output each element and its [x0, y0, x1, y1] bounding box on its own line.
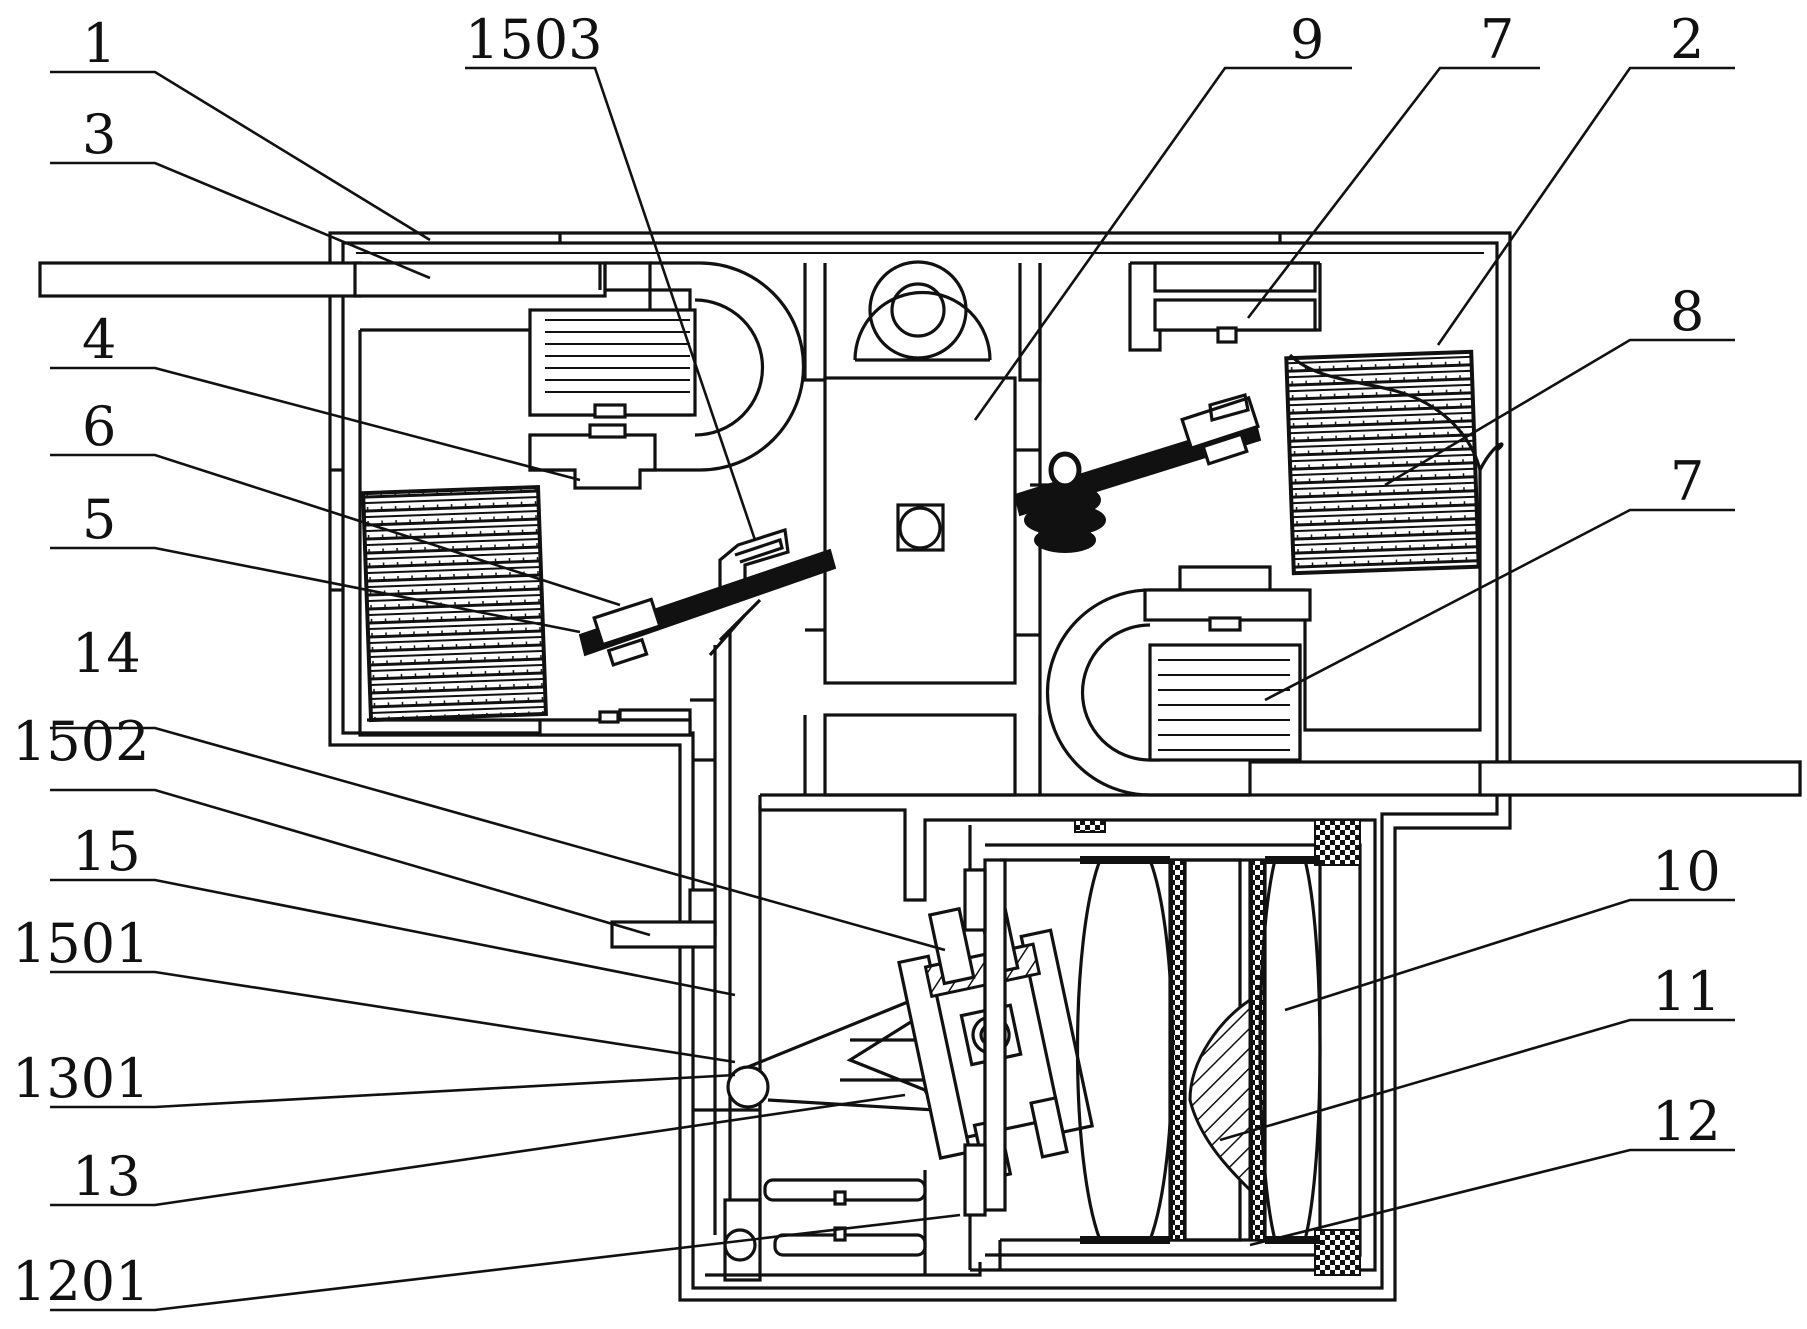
callout-12: 12 — [1652, 1090, 1721, 1153]
callout-9: 9 — [1290, 8, 1324, 71]
moving-contact-right — [1178, 565, 1272, 592]
callout-1: 1 — [82, 12, 116, 75]
spring-coil — [1024, 451, 1106, 553]
plunger — [1188, 997, 1252, 1194]
terminal-left — [38, 261, 607, 298]
callout-3: 3 — [82, 103, 116, 166]
solenoid-assembly — [963, 818, 1377, 1276]
callout-4: 4 — [82, 308, 116, 371]
housing-outline — [328, 231, 1512, 1302]
callout-10: 10 — [1652, 840, 1721, 903]
callout-2: 2 — [1670, 8, 1704, 71]
terminal-right — [1248, 760, 1802, 797]
left-chamber — [358, 261, 806, 737]
callout-15: 15 — [72, 820, 141, 883]
callout-14: 14 — [72, 622, 141, 685]
right-chamber — [1038, 261, 1504, 797]
callout-1201: 1201 — [12, 1250, 149, 1313]
right-contact-block — [1148, 643, 1302, 762]
left-contact-block — [528, 308, 697, 417]
callout-6: 6 — [82, 395, 116, 458]
callout-8: 8 — [1670, 280, 1704, 343]
callout-13: 13 — [72, 1145, 141, 1208]
callout-11: 11 — [1652, 960, 1721, 1023]
callout-1301: 1301 — [12, 1047, 149, 1110]
callout-7-top: 7 — [1480, 8, 1514, 71]
callout-1502: 1502 — [12, 710, 149, 773]
linkage-rod — [610, 630, 982, 1282]
callout-1503: 1503 — [465, 8, 602, 71]
left-contact-stack — [545, 319, 690, 393]
callout-1501: 1501 — [12, 912, 149, 975]
arc-chute-left — [361, 484, 548, 723]
center-mechanism — [758, 260, 1240, 902]
leader-lines — [50, 66, 1735, 1312]
callout-7-bottom: 7 — [1670, 450, 1704, 513]
arc-chute-right — [1284, 349, 1481, 576]
moving-arm-left — [578, 527, 837, 667]
callout-5: 5 — [82, 488, 116, 551]
moving-arm-right — [1013, 392, 1262, 553]
tab-1502 — [610, 920, 717, 949]
right-contact-stack — [1158, 659, 1290, 751]
callout-labels: 1 3 4 6 5 14 1502 15 1501 1301 13 1201 1… — [12, 8, 1721, 1313]
moving-contact-left — [528, 433, 657, 490]
